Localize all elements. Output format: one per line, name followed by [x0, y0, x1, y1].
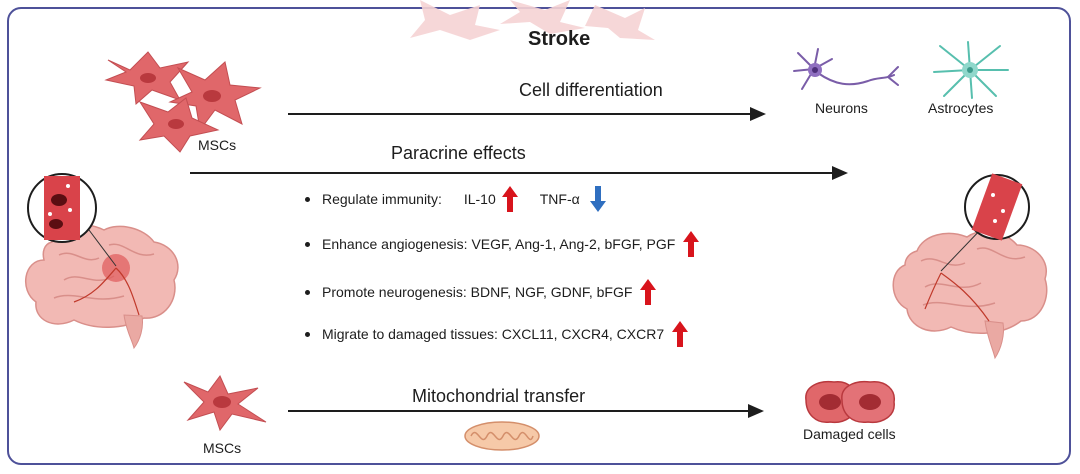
up-arrow-icon [672, 321, 689, 347]
effect-immunity: Regulate immunity: IL-10 TNF-α [305, 186, 606, 212]
mitochondrial-label: Mitochondrial transfer [412, 386, 586, 406]
astrocytes-label: Astrocytes [928, 100, 994, 116]
effect-migration: Migrate to damaged tissues: CXCL11, CXCR… [305, 321, 689, 347]
mscs-top-label: MSCs [198, 137, 237, 153]
up-arrow-icon [640, 279, 657, 305]
paracrine-arrow [190, 166, 848, 180]
diagram-title: Stroke [528, 28, 591, 50]
effect-angiogenesis-text: Enhance angiogenesis: VEGF, Ang-1, Ang-2… [322, 236, 676, 252]
neurons-label: Neurons [815, 100, 868, 116]
effect-migration-text: Migrate to damaged tissues: CXCL11, CXCR… [322, 326, 665, 342]
stroke-brain-left-icon [25, 173, 179, 350]
healthy-brain-right-icon [892, 173, 1048, 360]
bullet [305, 289, 310, 295]
damaged-cells-icon [805, 380, 895, 424]
bullet [305, 331, 310, 337]
differentiation-arrow [288, 107, 766, 121]
differentiation-label: Cell differentiation [519, 80, 663, 100]
neuron-icon [793, 48, 899, 90]
mitochondrion-icon [464, 421, 540, 451]
down-arrow-icon [589, 186, 606, 212]
up-arrow-icon [683, 231, 700, 257]
paracrine-label: Paracrine effects [391, 143, 526, 163]
tnf-label: TNF-α [539, 191, 580, 207]
diagram-frame [7, 7, 1071, 465]
effect-neurogenesis-text: Promote neurogenesis: BDNF, NGF, GDNF, b… [322, 284, 633, 300]
mscs-bottom-label: MSCs [203, 440, 242, 456]
bullet [305, 241, 310, 247]
effect-angiogenesis: Enhance angiogenesis: VEGF, Ang-1, Ang-2… [305, 231, 700, 257]
effect-neurogenesis: Promote neurogenesis: BDNF, NGF, GDNF, b… [305, 279, 657, 305]
msc-cluster-top-icon [104, 51, 262, 153]
mitochondrial-arrow [288, 404, 764, 418]
up-arrow-icon [501, 186, 518, 212]
astrocyte-icon [933, 41, 1009, 99]
msc-cell-bottom-icon [183, 375, 267, 432]
il10-label: IL-10 [463, 191, 496, 207]
effect-immunity-text: Regulate immunity: [322, 191, 442, 207]
damaged-cells-label: Damaged cells [803, 426, 896, 442]
bullet [305, 196, 310, 202]
decorative-cells-top [410, 0, 655, 40]
